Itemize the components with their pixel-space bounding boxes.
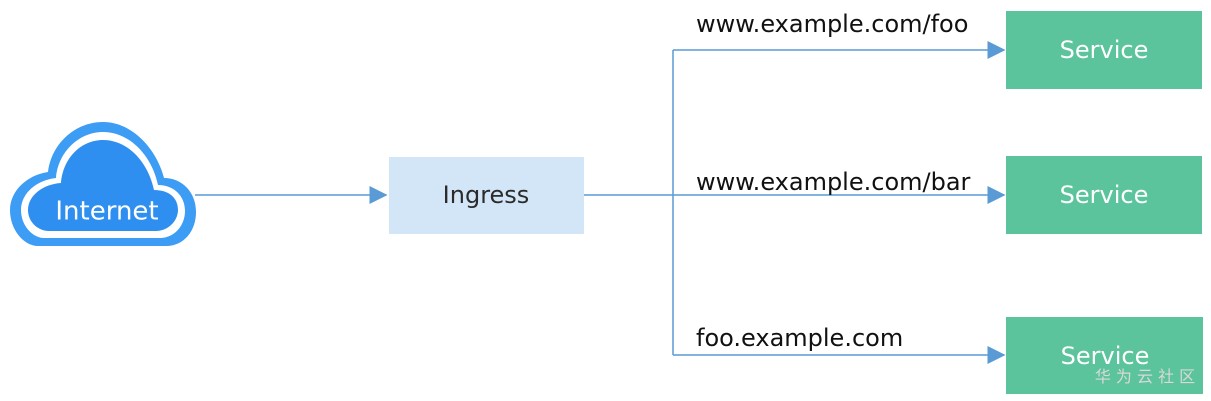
service-node-foo-path: Service xyxy=(1006,11,1202,89)
ingress-node: Ingress xyxy=(389,157,584,234)
service-label: Service xyxy=(1060,181,1149,209)
route-label-foo-host: foo.example.com xyxy=(696,324,903,352)
service-nodes: Service Service Service xyxy=(1006,11,1203,394)
watermark-text: 华 为 云 社 区 xyxy=(1095,367,1195,386)
service-node-foo-host: Service xyxy=(1006,317,1203,394)
connectors xyxy=(195,41,1006,364)
internet-node: Internet xyxy=(10,122,196,246)
ingress-box xyxy=(389,157,584,234)
service-box xyxy=(1006,156,1202,234)
service-label: Service xyxy=(1061,342,1150,370)
ingress-label: Ingress xyxy=(443,181,530,209)
service-box xyxy=(1006,11,1202,89)
service-node-bar-path: Service xyxy=(1006,156,1202,234)
route-label-foo-path: www.example.com/foo xyxy=(696,10,968,38)
route-labels: www.example.com/foo www.example.com/bar … xyxy=(696,10,971,352)
route-label-bar-path: www.example.com/bar xyxy=(696,168,971,196)
cloud-icon xyxy=(10,122,196,246)
service-label: Service xyxy=(1060,36,1149,64)
service-box xyxy=(1006,317,1203,394)
internet-label: Internet xyxy=(55,197,158,227)
